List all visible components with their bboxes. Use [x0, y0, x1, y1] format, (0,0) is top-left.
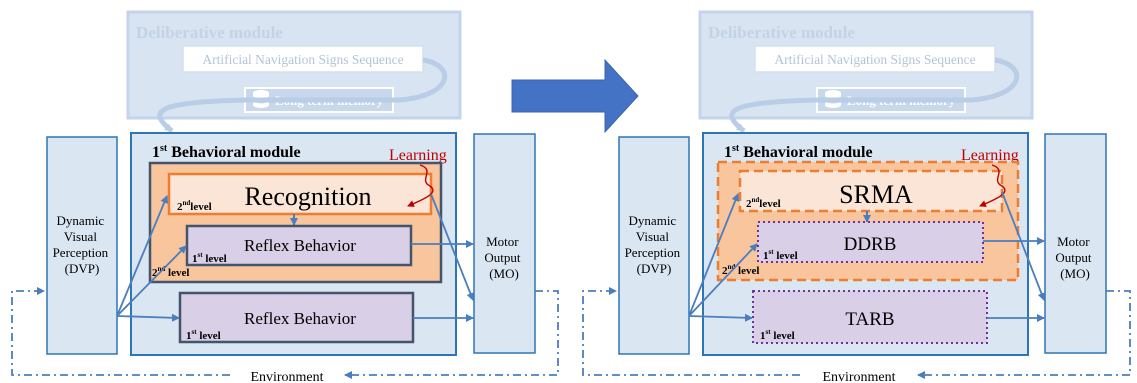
left-diagram: Deliberative module Artificial Navigatio… — [11, 10, 559, 383]
tarb-label: TARB — [845, 309, 894, 330]
mo-box — [1044, 133, 1107, 354]
reflex-bottom-level-label: 1st level — [186, 328, 221, 342]
signs-sequence-box — [754, 45, 996, 73]
mo-box — [473, 133, 536, 354]
left-environment-label: Environment — [250, 370, 323, 383]
learning-curve-arrow — [979, 164, 1006, 207]
deliberative-module-title: Deliberative module — [136, 23, 283, 42]
reflex-bottom-box — [178, 291, 415, 344]
mo-label: Motor Output (MO) — [484, 234, 523, 281]
left-environment-loop — [11, 287, 559, 379]
learning-label: Learning — [389, 147, 447, 164]
right-diagram: Deliberative module Artificial Navigatio… — [582, 10, 1131, 383]
dvp-label: Dynamic Visual Perception (DVP) — [625, 213, 684, 276]
reflex-inner-label: Reflex Behavior — [244, 236, 356, 255]
second-level-label: 2nd level — [152, 265, 189, 279]
dvp-box — [618, 136, 690, 355]
srma-label: SRMA — [839, 180, 913, 209]
transition-arrow — [511, 58, 639, 134]
behavioral-module-title: 1st Behavioral module — [724, 143, 873, 161]
memory-loop-arrow — [729, 57, 1020, 133]
tarb-level-label: 1st level — [760, 328, 795, 342]
tarb-box — [752, 290, 988, 344]
reflex-bottom-label: Reflex Behavior — [244, 309, 356, 328]
mo-label: Motor Output (MO) — [1055, 234, 1094, 281]
dvp-label: Dynamic Visual Perception (DVP) — [53, 213, 112, 276]
srma-level-label: 2ndlevel — [746, 196, 781, 210]
learning-curve-arrow — [407, 164, 434, 207]
right-environment-label: Environment — [822, 370, 895, 383]
left-flow-arrows — [116, 193, 475, 322]
signs-sequence-label: Artificial Navigation Signs Sequence — [202, 52, 403, 67]
right-environment-loop — [582, 287, 1131, 379]
signs-sequence-box — [182, 45, 424, 73]
reflex-inner-box — [185, 224, 413, 267]
right-flow-arrows — [688, 191, 1046, 322]
recognition-level-label: 2ndlevel — [177, 199, 212, 213]
second-level-label: 2nd level — [722, 263, 759, 277]
ddrb-level-label: 1st level — [763, 248, 798, 262]
ddrb-label: DDRB — [844, 234, 897, 255]
recognition-label: Recognition — [244, 182, 371, 211]
ddrb-box — [757, 221, 984, 263]
dvp-box — [46, 136, 118, 355]
deliberative-module-title: Deliberative module — [708, 23, 855, 42]
learning-label: Learning — [961, 147, 1019, 164]
srma-box — [738, 169, 1004, 213]
signs-sequence-label: Artificial Navigation Signs Sequence — [774, 52, 975, 67]
memory-loop-arrow — [157, 57, 448, 133]
behavioral-module-title: 1st Behavioral module — [152, 143, 301, 161]
reflex-inner-level-label: 1st level — [192, 251, 227, 265]
